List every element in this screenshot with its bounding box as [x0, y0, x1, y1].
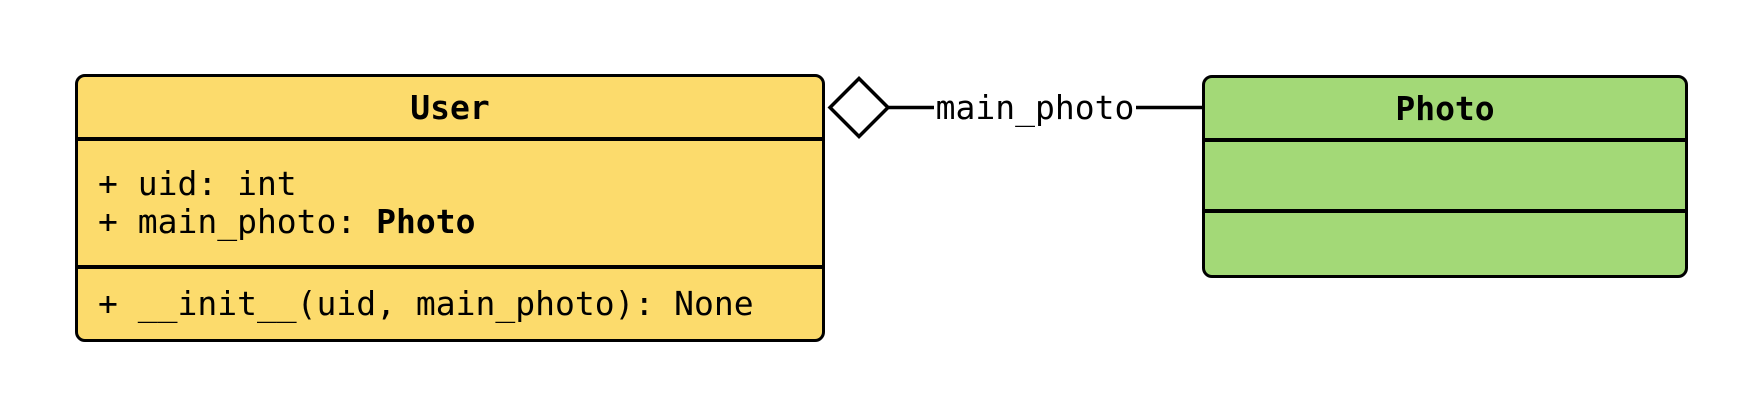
attribute-row: + uid: int: [98, 164, 297, 203]
class-user-name: User: [410, 87, 490, 127]
class-photo-methods: [1205, 209, 1685, 275]
class-photo-attributes: [1205, 138, 1685, 209]
relation-label: main_photo: [936, 88, 1135, 128]
class-user-attributes: + uid: int+ main_photo: Photo: [78, 137, 822, 265]
class-photo: Photo: [1202, 75, 1688, 278]
aggregation-connector: main_photo: [827, 76, 1202, 139]
class-photo-title: Photo: [1205, 78, 1685, 138]
class-user-title: User: [78, 77, 822, 137]
aggregation-diamond-icon: [827, 76, 891, 139]
class-user-methods: + __init__(uid, main_photo): None: [78, 265, 822, 339]
attribute-row: + main_photo: Photo: [98, 202, 476, 241]
class-user: User + uid: int+ main_photo: Photo + __i…: [75, 74, 825, 342]
method-row: + __init__(uid, main_photo): None: [98, 284, 754, 323]
class-photo-name: Photo: [1395, 88, 1495, 128]
